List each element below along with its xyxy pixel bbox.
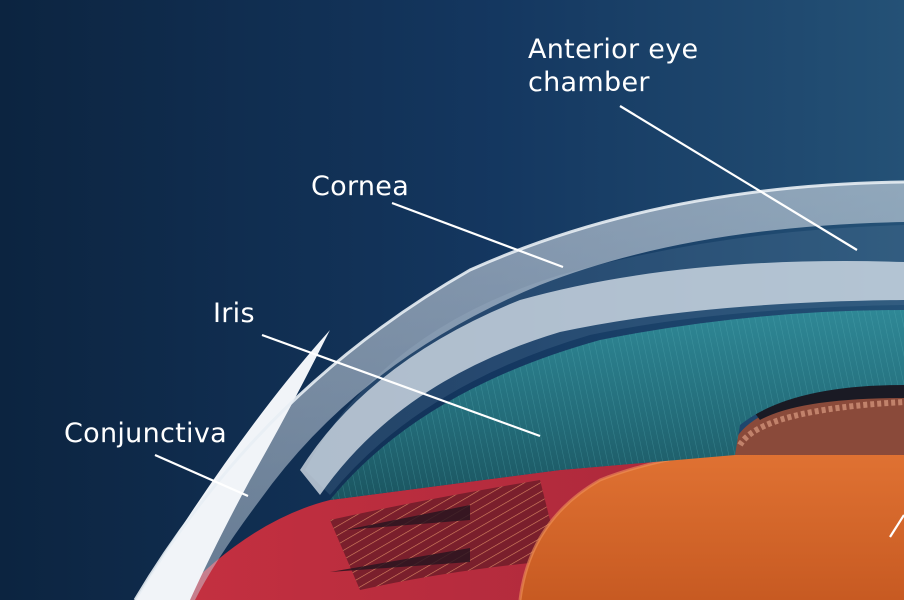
anterior-chamber-label: Anterior eye chamber: [528, 33, 698, 99]
pupil-rim-texture: [737, 399, 904, 447]
anterior-chamber-label-line2: chamber: [528, 67, 650, 98]
conjunctiva-label: Conjunctiva: [64, 418, 227, 449]
iris-label: Iris: [213, 298, 255, 329]
ciliary-fold: [330, 548, 470, 572]
conjunctiva-leader-line: [154, 453, 249, 498]
iris-fibers: [330, 310, 904, 500]
pupil-rim: [735, 385, 904, 455]
cornea-label: Cornea: [311, 171, 410, 202]
cornea-edge: [133, 180, 904, 600]
cornea: [135, 182, 904, 600]
pupil-dark: [745, 380, 904, 420]
anterior-chamber-leader-line: [619, 105, 858, 251]
lens: [520, 440, 904, 600]
iris-leader-line: [261, 333, 541, 438]
lens-leader-line: [889, 514, 904, 538]
ciliary-fold: [345, 505, 470, 530]
corneal-limbus: [300, 261, 904, 495]
cornea-leader-line: [391, 201, 564, 269]
anterior-chamber-label-line1: Anterior eye: [528, 34, 699, 65]
